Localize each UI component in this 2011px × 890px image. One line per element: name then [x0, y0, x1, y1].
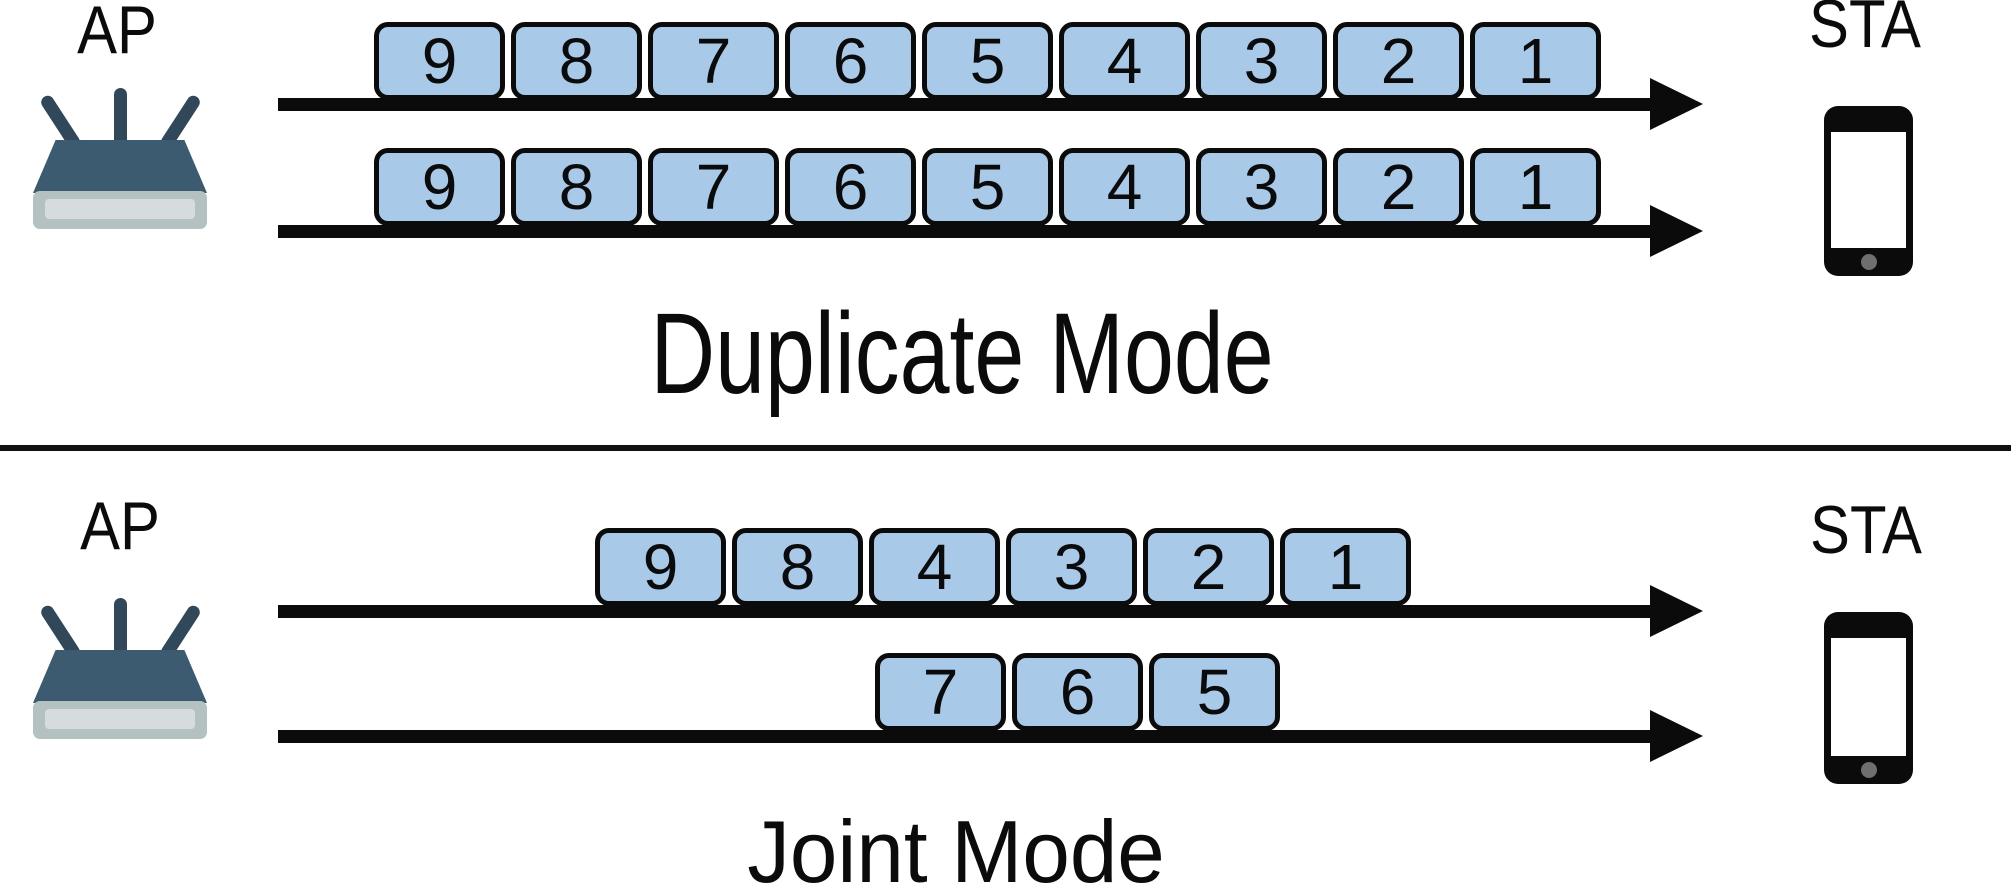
- packet-number: 7: [922, 656, 959, 728]
- link1-arrow-line: [278, 605, 1655, 618]
- packet-number: 2: [1380, 25, 1417, 97]
- wireless-router-icon: [30, 598, 210, 743]
- packet-number: 4: [1106, 151, 1143, 223]
- duplicate-link2-packet-row: 9 8 7 6 5 4 3 2 1: [374, 148, 1601, 226]
- packet-box: 1: [1470, 22, 1601, 100]
- packet-number: 9: [421, 151, 458, 223]
- packet-number: 2: [1380, 151, 1417, 223]
- link1-arrow-line: [278, 98, 1655, 111]
- packet-box: 8: [732, 528, 863, 606]
- packet-box: 4: [1059, 22, 1190, 100]
- duplicate-link1-packet-row: 9 8 7 6 5 4 3 2 1: [374, 22, 1601, 100]
- wireless-router-icon: [30, 88, 210, 233]
- packet-box: 1: [1470, 148, 1601, 226]
- packet-number: 5: [969, 151, 1006, 223]
- packet-box: 5: [922, 148, 1053, 226]
- duplicate-mode-title: Duplicate Mode: [650, 290, 1274, 418]
- packet-box: 5: [922, 22, 1053, 100]
- packet-number: 7: [695, 151, 732, 223]
- router-body: [33, 650, 207, 703]
- link2-arrow-line: [278, 225, 1655, 238]
- link2-arrow-line: [278, 730, 1655, 743]
- packet-box: 6: [1012, 653, 1143, 731]
- ap-label-joint: AP: [80, 488, 160, 564]
- packet-box: 6: [785, 148, 916, 226]
- packet-number: 4: [1106, 25, 1143, 97]
- router-base-stripe: [45, 709, 195, 729]
- ap-label-duplicate: AP: [77, 0, 157, 68]
- packet-number: 8: [558, 25, 595, 97]
- smartphone-icon: [1824, 106, 1913, 276]
- joint-mode-title: Joint Mode: [747, 802, 1165, 890]
- phone-screen: [1831, 638, 1906, 756]
- sta-label-joint: STA: [1810, 492, 1922, 568]
- packet-number: 2: [1190, 531, 1227, 603]
- packet-box: 6: [785, 22, 916, 100]
- link2-arrowhead-icon: [1650, 205, 1703, 257]
- packet-number: 6: [832, 25, 869, 97]
- section-divider-line: [0, 445, 2011, 451]
- packet-box: 2: [1143, 528, 1274, 606]
- packet-box: 7: [875, 653, 1006, 731]
- phone-screen: [1831, 132, 1906, 248]
- packet-box: 3: [1196, 148, 1327, 226]
- packet-box: 4: [869, 528, 1000, 606]
- packet-number: 1: [1327, 531, 1364, 603]
- joint-link1-packet-row: 9 8 4 3 2 1: [595, 528, 1411, 606]
- link2-arrowhead-icon: [1650, 710, 1703, 762]
- packet-number: 4: [916, 531, 953, 603]
- packet-number: 3: [1243, 25, 1280, 97]
- packet-box: 3: [1006, 528, 1137, 606]
- link1-arrowhead-icon: [1650, 78, 1703, 130]
- smartphone-icon: [1824, 612, 1913, 784]
- packet-number: 6: [832, 151, 869, 223]
- packet-number: 6: [1059, 656, 1096, 728]
- router-antenna-middle-icon: [114, 598, 127, 658]
- packet-box: 4: [1059, 148, 1190, 226]
- packet-number: 8: [558, 151, 595, 223]
- packet-number: 5: [1196, 656, 1233, 728]
- packet-number: 1: [1517, 25, 1554, 97]
- packet-box: 2: [1333, 148, 1464, 226]
- packet-box: 2: [1333, 22, 1464, 100]
- packet-box: 9: [374, 22, 505, 100]
- packet-box: 9: [374, 148, 505, 226]
- router-base: [33, 191, 207, 229]
- packet-box: 8: [511, 148, 642, 226]
- packet-number: 9: [642, 531, 679, 603]
- packet-number: 9: [421, 25, 458, 97]
- router-base: [33, 701, 207, 739]
- packet-number: 5: [969, 25, 1006, 97]
- link1-arrowhead-icon: [1650, 585, 1703, 637]
- packet-box: 5: [1149, 653, 1280, 731]
- joint-link2-packet-row: 7 6 5: [875, 653, 1280, 731]
- packet-box: 7: [648, 22, 779, 100]
- packet-number: 3: [1243, 151, 1280, 223]
- packet-box: 8: [511, 22, 642, 100]
- packet-box: 7: [648, 148, 779, 226]
- packet-number: 1: [1517, 151, 1554, 223]
- router-body: [33, 140, 207, 193]
- sta-label-duplicate: STA: [1809, 0, 1921, 62]
- router-base-stripe: [45, 199, 195, 219]
- router-antenna-middle-icon: [114, 88, 127, 148]
- packet-number: 8: [779, 531, 816, 603]
- phone-home-button: [1860, 762, 1877, 778]
- packet-box: 3: [1196, 22, 1327, 100]
- packet-number: 3: [1053, 531, 1090, 603]
- packet-number: 7: [695, 25, 732, 97]
- phone-home-button: [1860, 254, 1877, 270]
- packet-box: 9: [595, 528, 726, 606]
- packet-box: 1: [1280, 528, 1411, 606]
